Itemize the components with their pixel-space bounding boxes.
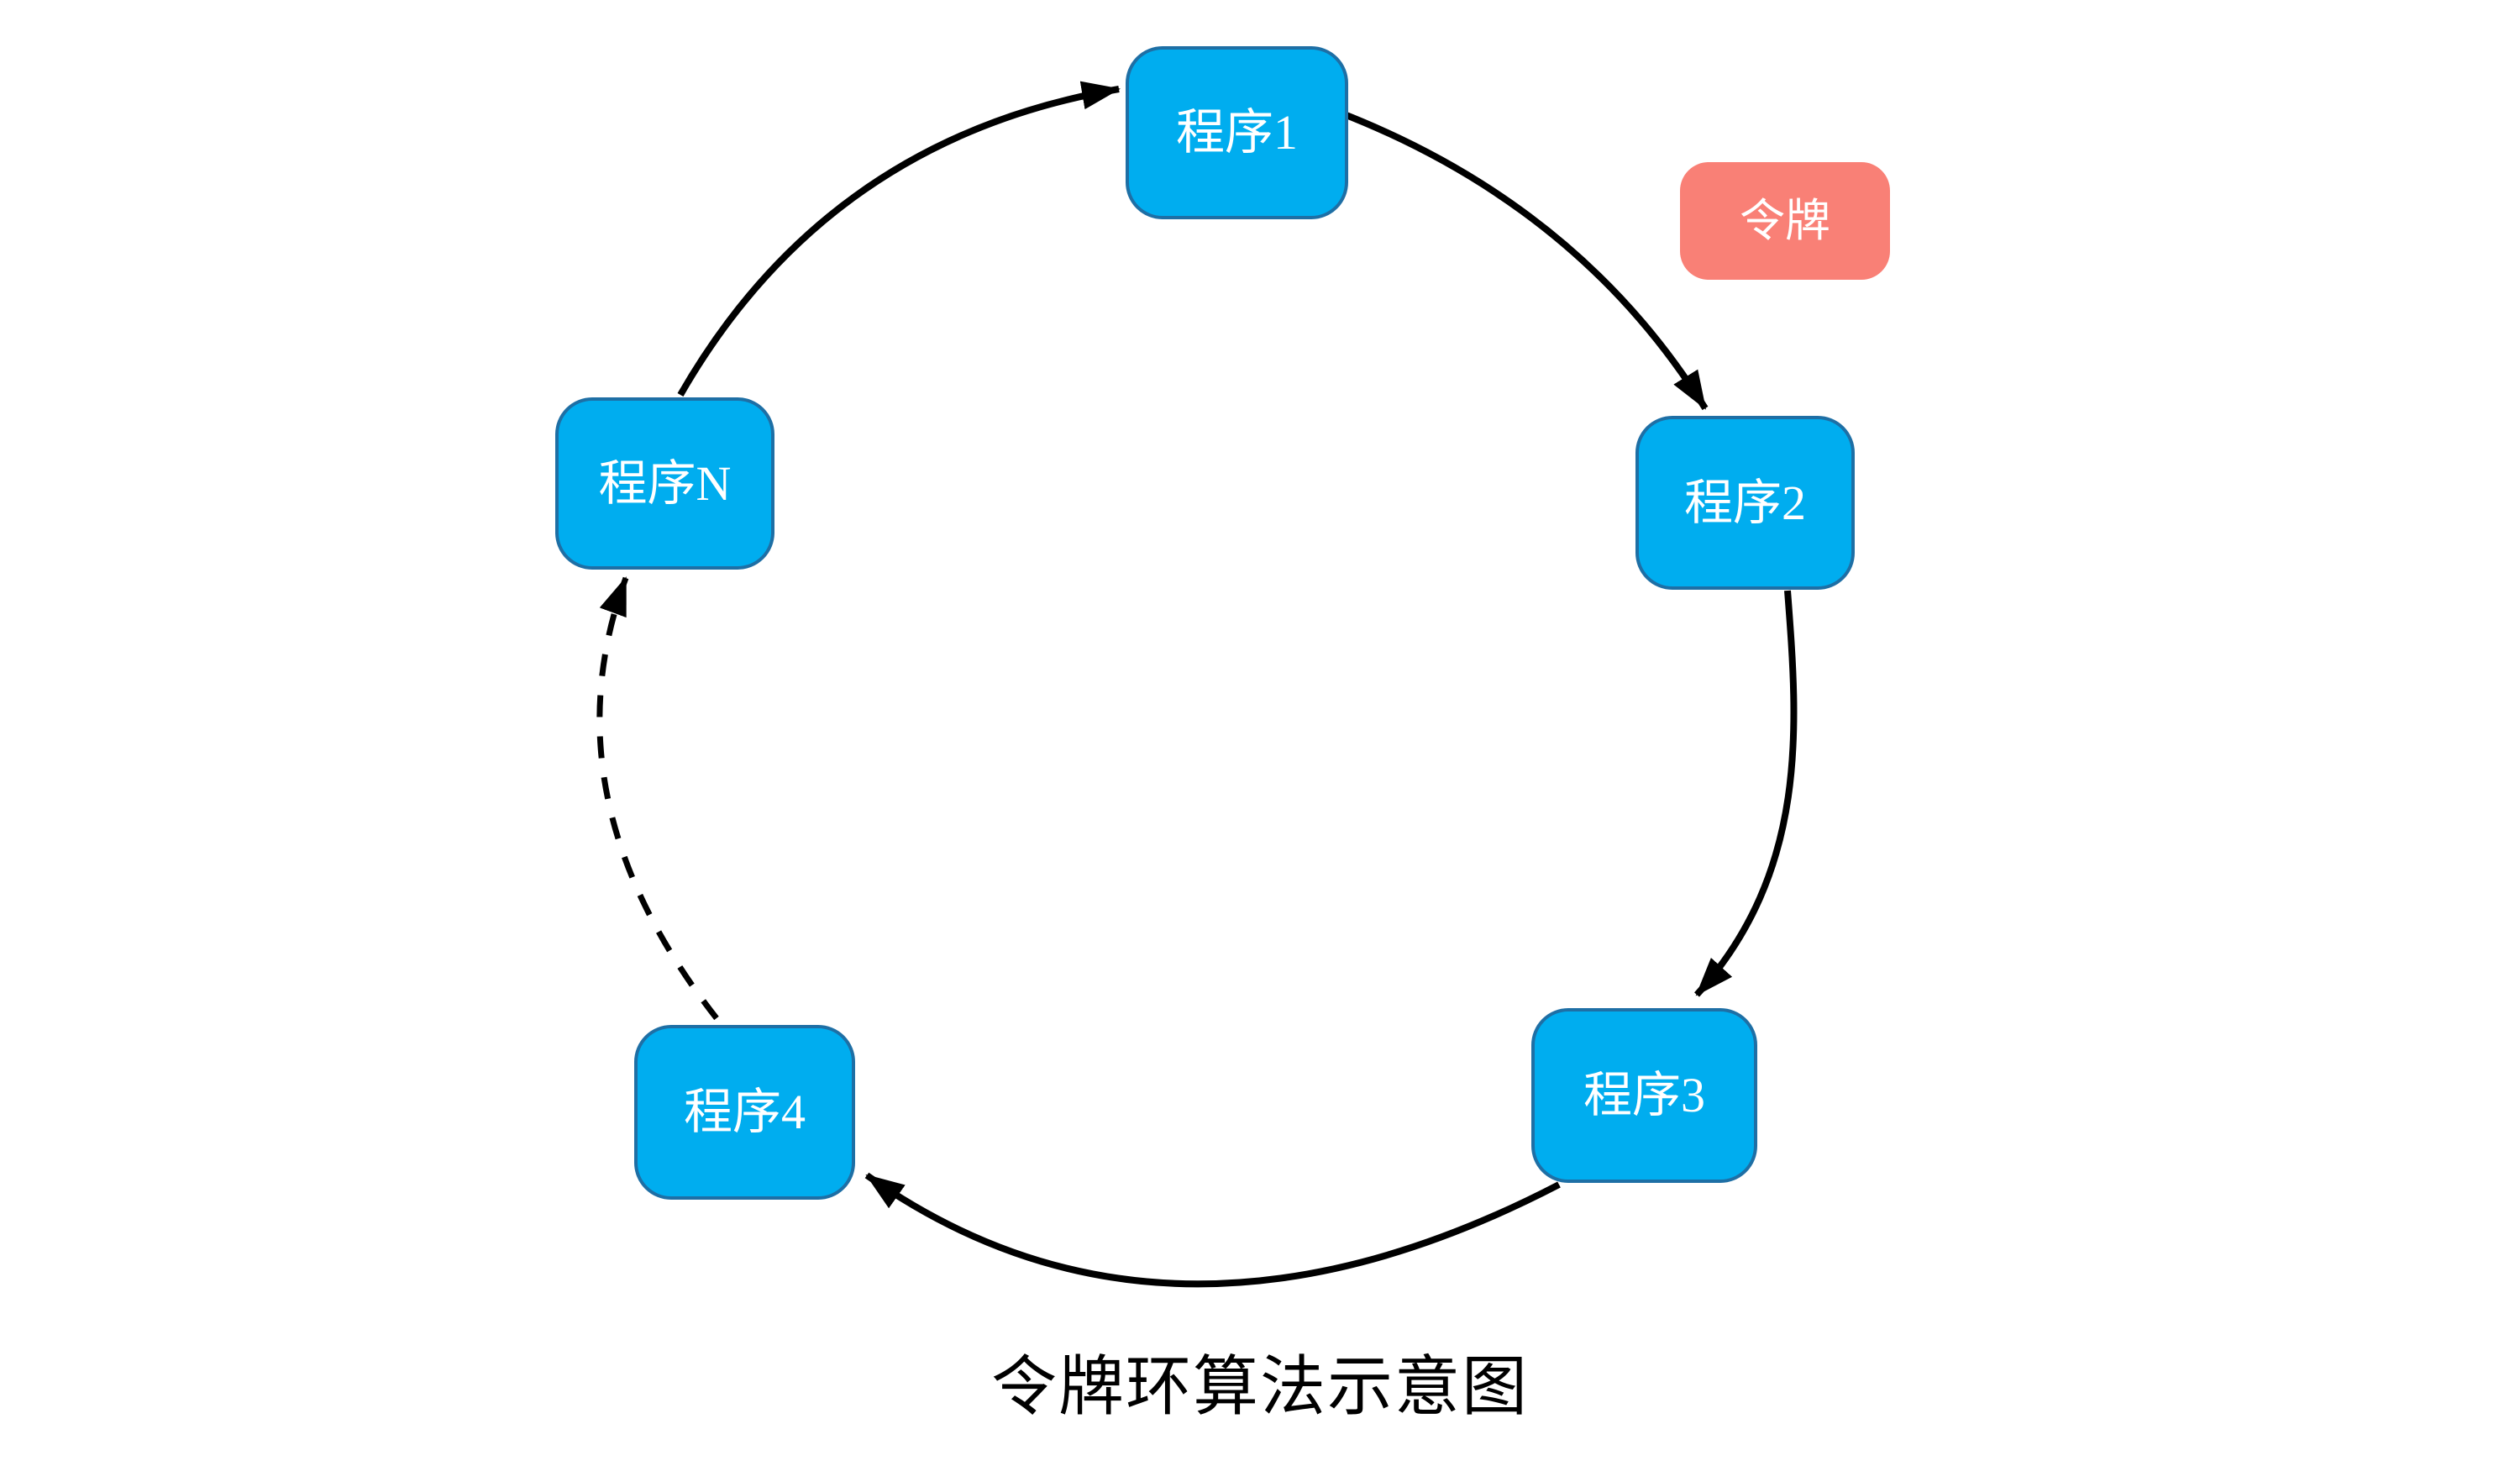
node-program-n-label: 程序N bbox=[598, 455, 732, 511]
node-program-4: 程序4 bbox=[634, 1025, 855, 1200]
token-badge-label: 令牌 bbox=[1740, 196, 1830, 246]
token-badge: 令牌 bbox=[1680, 162, 1890, 280]
edge-program1-to-program2-arrow bbox=[1338, 109, 1709, 411]
node-program-2-label: 程序2 bbox=[1683, 475, 1806, 530]
node-program-1-label: 程序1 bbox=[1175, 105, 1298, 160]
node-program-3: 程序3 bbox=[1531, 1008, 1757, 1183]
edge-program3-to-program4-arrow bbox=[864, 1172, 1561, 1288]
diagram-title: 令牌环算法示意图 bbox=[991, 1350, 1530, 1423]
node-program-n: 程序N bbox=[555, 397, 774, 570]
node-program-1: 程序1 bbox=[1126, 46, 1348, 219]
edge-program4-to-programN-dashed-arrow bbox=[596, 576, 719, 1021]
node-program-2: 程序2 bbox=[1635, 416, 1855, 590]
edge-program2-to-program3-arrow bbox=[1694, 590, 1798, 997]
edge-programN-to-program1-arrow bbox=[677, 81, 1121, 397]
node-program-3-label: 程序3 bbox=[1583, 1068, 1705, 1122]
node-program-4-label: 程序4 bbox=[683, 1085, 806, 1139]
